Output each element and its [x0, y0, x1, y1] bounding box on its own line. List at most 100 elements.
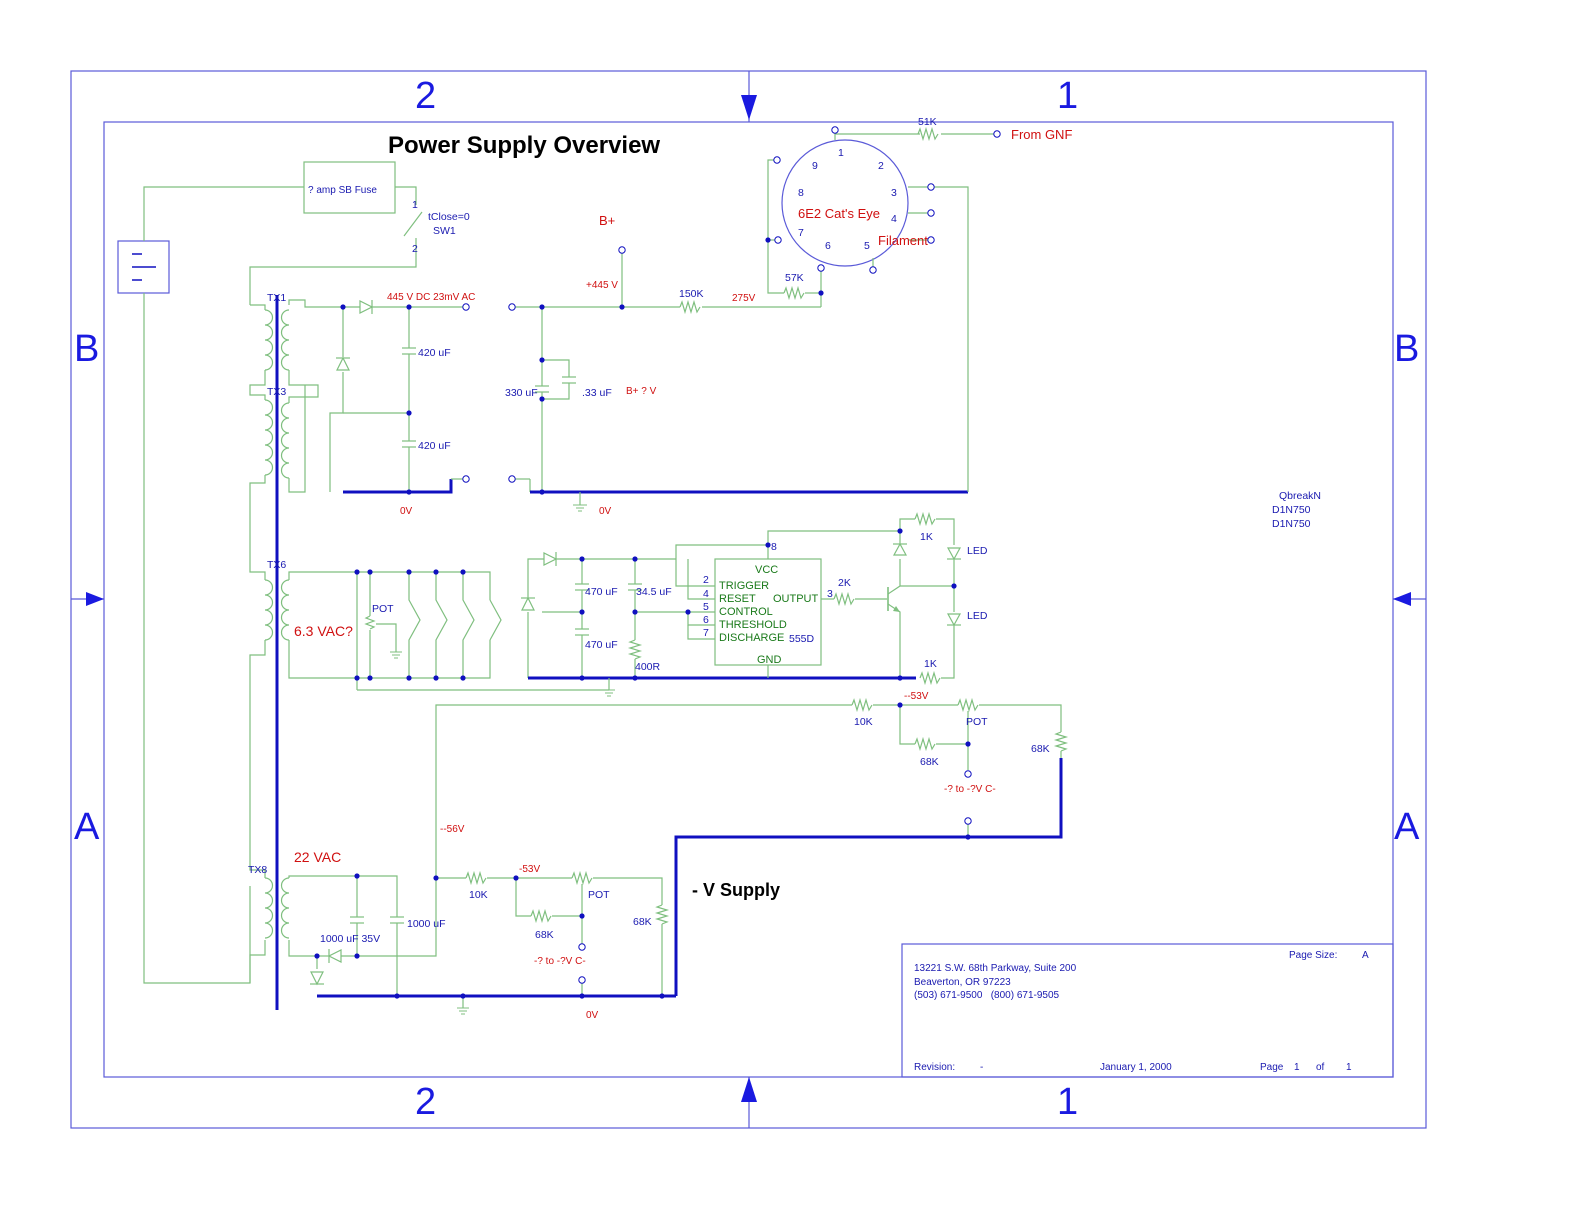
r2k-label: 2K [838, 577, 851, 589]
zone-left-top: B [74, 328, 99, 370]
bplus-label: B+ [599, 213, 615, 228]
zone-right-bottom: A [1394, 806, 1420, 848]
cap-1000b-label: 1000 uF [407, 918, 446, 930]
r10k-a-label: 10K [854, 716, 873, 728]
top-arrow [741, 95, 757, 120]
tx8-label: TX8 [248, 864, 267, 876]
resistor-10k-b [465, 870, 487, 886]
v445-label: +445 V [586, 280, 618, 291]
cap-330-label: 330 uF [505, 387, 538, 399]
winding-coil [264, 399, 274, 476]
tube-pin-2: 2 [878, 160, 884, 172]
tx3-label: TX3 [267, 386, 286, 398]
left-arrow [86, 592, 104, 606]
ic-output-label: OUTPUT [773, 593, 819, 605]
potentiometer-icon [364, 615, 376, 630]
diode-icon [543, 552, 558, 566]
ic-discharge-label: DISCHARGE [719, 632, 784, 644]
mains-input [117, 161, 423, 984]
r1k-b-label: 1K [924, 658, 937, 670]
resistor-1k-b [919, 670, 941, 686]
r10k-b-label: 10K [469, 889, 488, 901]
ic-name-label: 555D [789, 633, 815, 645]
transistor-icon [893, 606, 900, 612]
ic-pin-2: 2 [703, 574, 709, 586]
ic-pin-5: 5 [703, 601, 709, 613]
page-size-value: A [1362, 950, 1369, 961]
bplus-filter [514, 186, 969, 505]
right-arrow [1393, 592, 1411, 606]
zone-top-right: 1 [1057, 75, 1078, 117]
potentiometer-icon [957, 697, 979, 713]
r51k-label: 51K [918, 116, 937, 128]
of-label: of [1316, 1062, 1325, 1073]
address-line-1: 13221 S.W. 68th Parkway, Suite 200 [914, 963, 1077, 974]
ic-pin-7: 7 [703, 627, 709, 639]
primary-wiring [249, 304, 266, 983]
revision-label: Revision: [914, 1062, 955, 1073]
fuse-label: ? amp SB Fuse [308, 185, 377, 196]
resistor-10k-a [851, 697, 873, 713]
cap-470a-label: 470 uF [585, 586, 618, 598]
ic-pin-4: 4 [703, 588, 709, 600]
ic-pin-8: 8 [771, 541, 777, 553]
pot-b-label: POT [588, 889, 610, 901]
transformer-windings [264, 309, 290, 939]
bottom-arrow [741, 1077, 757, 1102]
led-icon [946, 547, 962, 561]
led-a-label: LED [967, 545, 988, 557]
date-value: January 1, 2000 [1100, 1062, 1172, 1073]
switch-close-label: tClose=0 [428, 211, 470, 223]
zero-v-label-1: 0V [400, 506, 413, 517]
tube-pin-1: 1 [838, 147, 844, 159]
cv-a-label: -? to -?V C- [944, 784, 996, 795]
page-size-label: Page Size: [1289, 950, 1337, 961]
winding-coil [264, 877, 274, 939]
diode-icon [327, 949, 342, 963]
tube-pin-9: 9 [812, 160, 818, 172]
led-icon [946, 613, 962, 627]
r1k-a-label: 1K [920, 531, 933, 543]
tube-pin-6: 6 [825, 240, 831, 252]
tube-name: 6E2 Cat's Eye [798, 206, 880, 221]
ic-trigger-label: TRIGGER [719, 580, 769, 592]
bplus-q-label: B+ ? V [626, 386, 657, 397]
cap-1000a-label: 1000 uF 35V [320, 933, 380, 945]
address-line-2: Beaverton, OR 97223 [914, 977, 1011, 988]
title-block [901, 943, 1394, 1078]
ic-gnd-label: GND [757, 654, 782, 666]
filament-label: Filament [878, 233, 928, 248]
ground-symbol [573, 504, 587, 512]
winding-coil [280, 579, 290, 641]
page-label: Page [1260, 1062, 1284, 1073]
d1n750a-label: D1N750 [1272, 504, 1311, 516]
zone-right-top: B [1394, 328, 1419, 370]
switch-pin1: 1 [412, 199, 418, 211]
v53b-label: -53V [519, 864, 540, 875]
revision-value: - [980, 1062, 983, 1073]
resistor-68k-d [654, 904, 670, 925]
v53a-label: --53V [904, 691, 929, 702]
r57k-label: 57K [785, 272, 804, 284]
hv-output-label: 445 V DC 23mV AC [387, 292, 475, 303]
zone-left-bottom: A [74, 806, 100, 848]
switch-pin2: 2 [412, 243, 418, 255]
cap-470b-label: 470 uF [585, 639, 618, 651]
winding-coil [264, 579, 274, 641]
r68k-d-label: 68K [633, 916, 652, 928]
ic-pin-6: 6 [703, 614, 709, 626]
tube-pin-5: 5 [864, 240, 870, 252]
cap-345-label: 34.5 uF [636, 586, 672, 598]
switch-name: SW1 [433, 225, 456, 237]
ic-threshold-label: THRESHOLD [719, 619, 787, 631]
page-title: Power Supply Overview [388, 132, 660, 159]
resistor-51k [917, 126, 939, 142]
v56-label: --56V [440, 824, 465, 835]
zone-top-left: 2 [415, 75, 436, 117]
diode-icon [336, 356, 350, 371]
section-title-negative-supply: - V Supply [692, 880, 780, 900]
r68k-a-label: 68K [920, 756, 939, 768]
sheet-border [70, 70, 1427, 1129]
r400-label: 400R [635, 661, 661, 673]
